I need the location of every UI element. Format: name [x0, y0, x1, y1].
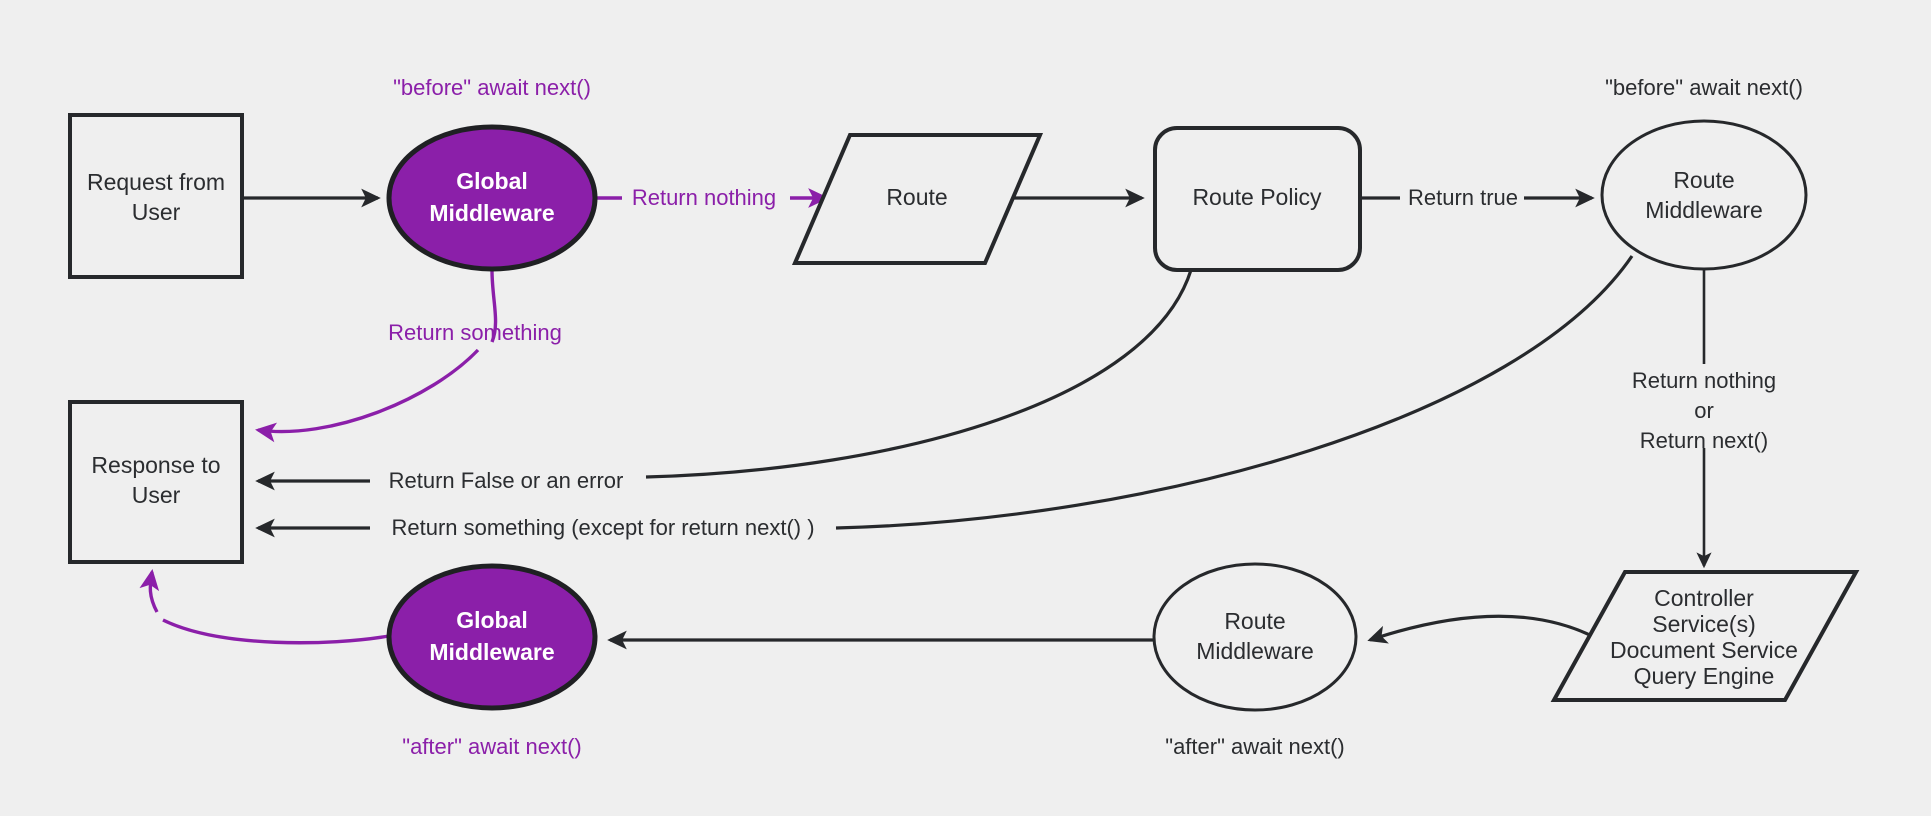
node-label-route-middleware-top-line1: Route [1673, 167, 1734, 193]
node-label-request-from-user-line1: Request from [87, 169, 225, 195]
edge-segment-lower [255, 348, 480, 443]
edge-label-return-something: Return something [388, 320, 562, 345]
edge-curve-return-something-except [835, 255, 1634, 530]
edge-curve-false-or-error [645, 269, 1193, 479]
node-global-middleware-bottom[interactable]: Global Middleware [386, 563, 598, 711]
edge-label-return-false-or-error: Return False or an error [389, 468, 624, 493]
edge-route-policy-to-response: Return False or an error [255, 269, 1193, 493]
node-label-response-to-user-line1: Response to [91, 452, 220, 478]
node-label-route: Route [886, 184, 947, 210]
node-label-route-middleware-bottom-line2: Middleware [1196, 638, 1314, 664]
node-label-controller-services-line4: Query Engine [1634, 663, 1775, 689]
edge-route-middleware-to-response: Return something (except for return next… [255, 255, 1634, 540]
edge-global-middleware-bottom-to-response [139, 569, 390, 645]
edge-curve-bottom-left-2 [139, 569, 160, 613]
edge-controller-to-route-middleware-bottom [1367, 614, 1595, 644]
node-label-global-middleware-bottom-line1: Global [456, 607, 528, 633]
edge-curve-bottom-left-1 [162, 618, 390, 645]
node-request-from-user[interactable]: Request from User [68, 113, 244, 279]
node-route-middleware-bottom[interactable]: Route Middleware [1152, 562, 1358, 712]
edge-label-or-line2: or [1694, 398, 1714, 423]
node-label-global-middleware-top-line2: Middleware [429, 200, 554, 226]
annotation-label-after-await-next-route: "after" await next() [1165, 734, 1344, 759]
annotation-after-await-next-route: "after" await next() [1165, 734, 1344, 759]
annotation-label-after-await-next-global: "after" await next() [402, 734, 581, 759]
node-route[interactable]: Route [791, 133, 1044, 265]
node-route-middleware-top[interactable]: Route Middleware [1600, 119, 1808, 271]
edge-label-return-something-except: Return something (except for return next… [391, 515, 814, 540]
edge-global-middleware-to-response: Return something [255, 269, 562, 443]
annotation-before-await-next-global: "before" await next() [393, 75, 591, 100]
edge-label-return-true: Return true [1408, 185, 1518, 210]
edge-segment-upper [490, 269, 498, 343]
node-label-controller-services-line2: Service(s) [1652, 611, 1756, 637]
edge-label-return-next-line3: Return next() [1640, 428, 1768, 453]
node-global-middleware-top[interactable]: Global Middleware [386, 124, 598, 272]
annotation-before-await-next-route: "before" await next() [1605, 75, 1803, 100]
node-label-controller-services-line3: Document Service [1610, 637, 1798, 663]
node-route-policy[interactable]: Route Policy [1153, 126, 1362, 272]
edge-global-middleware-to-route: Return nothing [596, 185, 829, 210]
node-label-global-middleware-bottom-line2: Middleware [429, 639, 554, 665]
node-controller-services[interactable]: Controller Service(s) Document Service Q… [1550, 570, 1860, 702]
node-label-global-middleware-top-line1: Global [456, 168, 528, 194]
edge-route-middleware-to-controller: Return nothing or Return next() [1632, 266, 1776, 569]
edge-label-return-nothing-line1: Return nothing [1632, 368, 1776, 393]
node-label-response-to-user-line2: User [132, 482, 181, 508]
edge-label-return-nothing: Return nothing [632, 185, 776, 210]
annotation-after-await-next-global: "after" await next() [402, 734, 581, 759]
annotation-label-before-await-next-global: "before" await next() [393, 75, 591, 100]
node-label-route-middleware-top-line2: Middleware [1645, 197, 1763, 223]
edge-route-policy-to-route-middleware: Return true [1361, 185, 1595, 210]
node-label-controller-services-line1: Controller [1654, 585, 1754, 611]
annotation-label-before-await-next-route: "before" await next() [1605, 75, 1803, 100]
node-label-route-middleware-bottom-line1: Route [1224, 608, 1285, 634]
node-label-request-from-user-line2: User [132, 199, 181, 225]
node-response-to-user[interactable]: Response to User [68, 400, 244, 564]
node-label-route-policy: Route Policy [1192, 184, 1322, 210]
